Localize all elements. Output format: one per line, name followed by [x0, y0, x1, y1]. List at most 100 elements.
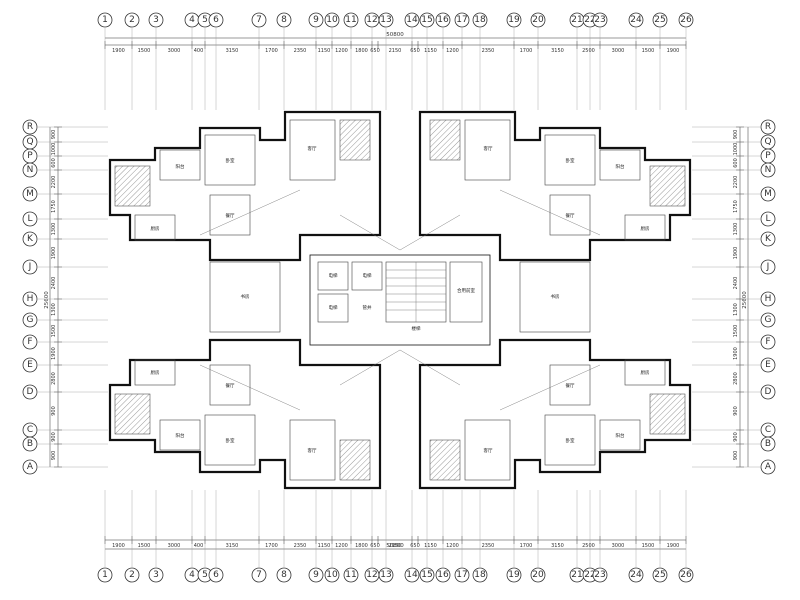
axis-bubble-K: K [22, 231, 108, 247]
axis-label: 25 [654, 570, 665, 580]
dimension-value: 900 [733, 451, 739, 461]
right-dimension-chain: 9001000600220017501300190024001300150019… [733, 126, 749, 468]
bath-hatch-1 [114, 165, 151, 207]
axis-label: 19 [508, 570, 520, 580]
axis-label: G [27, 315, 34, 325]
axis-label: C [27, 425, 33, 435]
axis-label: 6 [213, 15, 219, 25]
dimension-value: 2200 [51, 176, 57, 189]
dimension-value: 400 [194, 48, 204, 54]
axis-bubble-3: 3 [148, 12, 164, 110]
axis-bubble-Q: Q [22, 134, 108, 150]
axis-label: 8 [281, 570, 287, 580]
axis-bubble-26: 26 [678, 12, 694, 110]
axis-label: 14 [406, 570, 418, 580]
axis-bubble-Q: Q [692, 134, 776, 150]
axis-label: 5 [202, 15, 208, 25]
axis-bubble-E: E [22, 357, 108, 373]
dimension-value: 1900 [112, 543, 125, 549]
axis-label: 11 [345, 15, 356, 25]
axis-label: 1 [102, 570, 108, 580]
axis-bubble-25: 25 [652, 12, 668, 110]
dimension-value: 3000 [612, 48, 625, 54]
dimension-value: 1150 [424, 543, 437, 549]
wall-outline-lower-left [108, 338, 382, 490]
dimension-value: 2400 [51, 277, 57, 290]
axis-label: H [765, 294, 772, 304]
axis-label: L [765, 214, 770, 224]
dimension-value: 1500 [138, 543, 151, 549]
axis-bubble-14: 14 [404, 12, 420, 110]
axis-label: 6 [213, 570, 219, 580]
axis-label: 2 [129, 15, 135, 25]
diagonal-lines [199, 189, 601, 411]
axis-label: F [27, 337, 32, 347]
axis-label: N [765, 165, 772, 175]
dimension-value: 1900 [733, 347, 739, 360]
axis-bubble-N: N [692, 162, 776, 178]
dimension-value: 2150 [389, 48, 402, 54]
dimension-value: 1700 [265, 543, 278, 549]
axis-label: 4 [189, 15, 195, 25]
axis-label: B [765, 439, 771, 449]
svg-text:卧室: 卧室 [566, 437, 575, 444]
svg-text:楼梯: 楼梯 [412, 325, 421, 332]
dimension-total: 50800 [386, 543, 404, 549]
axis-bubble-C: C [22, 422, 108, 438]
axis-bubble-C: C [692, 422, 776, 438]
axis-label: R [765, 122, 771, 132]
dimension-value: 1200 [335, 543, 348, 549]
axis-label: P [765, 151, 771, 161]
axis-bubble-B: B [692, 436, 776, 452]
axis-label: 23 [594, 570, 605, 580]
dimension-value: 2150 [389, 543, 402, 549]
dimension-total: 25600 [742, 291, 748, 309]
axis-bubble-10: 10 [324, 490, 340, 583]
axis-bubble-6: 6 [208, 490, 224, 583]
axis-label: J [28, 262, 32, 272]
dimension-value: 3150 [226, 48, 239, 54]
axis-label: M [764, 189, 772, 199]
axis-bubble-19: 19 [506, 12, 522, 110]
dimension-value: 1900 [112, 48, 125, 54]
axis-label: 24 [630, 570, 642, 580]
axis-label: D [27, 387, 34, 397]
axis-bubble-7: 7 [251, 12, 267, 110]
axis-bubble-2: 2 [124, 12, 140, 110]
dimension-value: 1900 [667, 48, 680, 54]
dimension-total: 50800 [386, 32, 404, 38]
axis-label: R [27, 122, 33, 132]
axis-label: Q [26, 137, 33, 147]
svg-text:书房: 书房 [551, 293, 560, 300]
axis-bubble-4: 4 [184, 490, 200, 583]
axis-bubble-E: E [692, 357, 776, 373]
dimension-total: 25600 [44, 291, 50, 309]
axis-bubble-9: 9 [308, 490, 324, 583]
axis-label: E [765, 360, 771, 370]
elevator-2 [317, 293, 349, 323]
axis-label: 10 [326, 15, 338, 25]
axis-bubble-3: 3 [148, 490, 164, 583]
axis-bubble-16: 16 [435, 12, 451, 110]
dimension-value: 2350 [482, 48, 495, 54]
axis-label: 14 [406, 15, 418, 25]
axis-bubble-12: 12 [364, 490, 380, 583]
axis-label: 17 [456, 570, 467, 580]
axis-label: J [766, 262, 770, 272]
bath-hatch-5 [339, 119, 371, 161]
axis-bubble-R: R [692, 119, 776, 135]
axis-label: 21 [571, 15, 582, 25]
svg-text:卧室: 卧室 [226, 437, 235, 444]
wall-outline-upper-left [108, 110, 382, 262]
axis-bubble-20: 20 [530, 490, 546, 583]
axis-bubble-13: 13 [378, 12, 394, 110]
svg-text:管井: 管井 [363, 304, 372, 311]
dimension-value: 2500 [582, 543, 595, 549]
dimension-value: 2800 [51, 372, 57, 385]
svg-text:客厅: 客厅 [308, 145, 317, 152]
svg-text:餐厅: 餐厅 [226, 212, 235, 219]
